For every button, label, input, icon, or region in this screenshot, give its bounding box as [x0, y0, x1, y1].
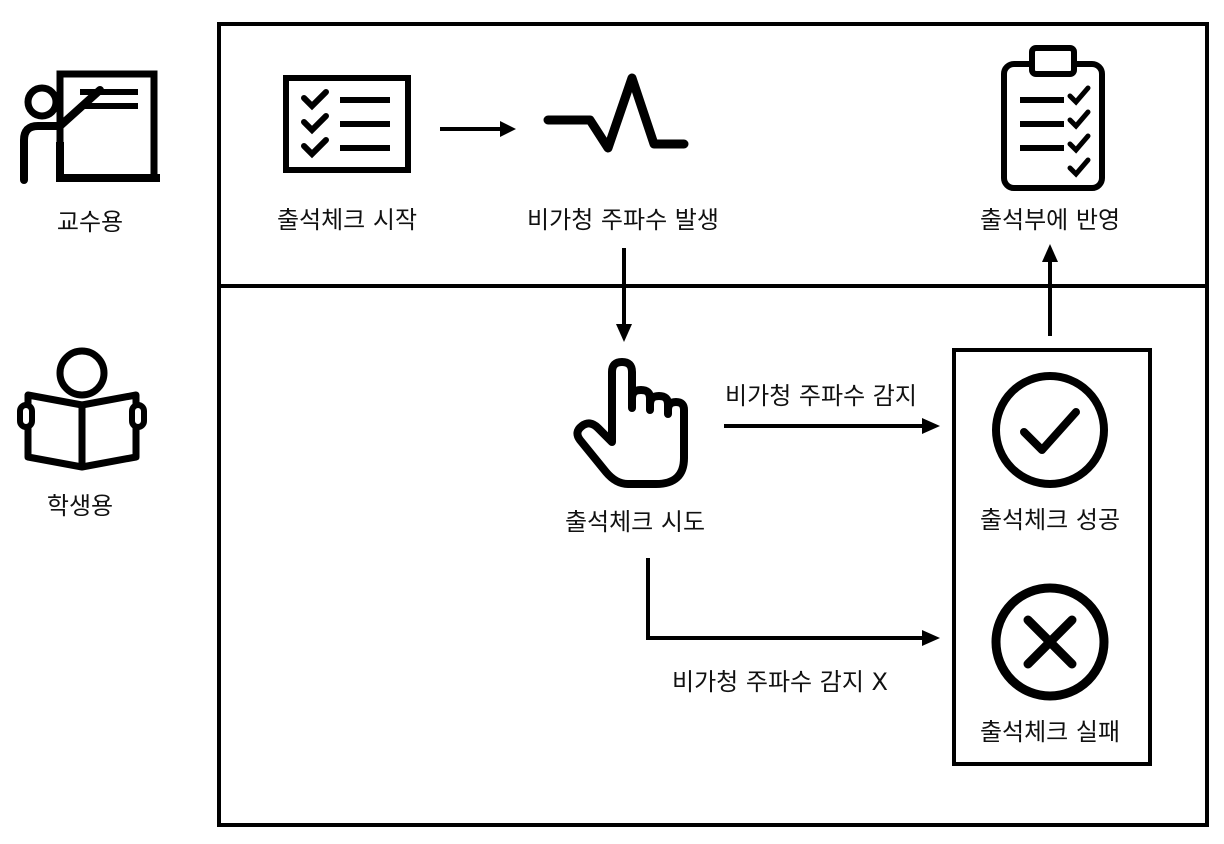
signal-label: 비가청 주파수 발생: [527, 206, 719, 234]
pulse-icon: [543, 73, 689, 153]
start-label: 출석체크 시작: [276, 206, 418, 234]
lane-divider: [217, 284, 1209, 288]
student-role-label: 학생용: [46, 492, 114, 520]
teacher-icon: [20, 70, 160, 184]
reader-icon: [17, 347, 147, 471]
check-circle-icon: [992, 372, 1108, 488]
success-label: 출석체크 성공: [979, 506, 1121, 534]
pointer-hand-icon: [573, 358, 688, 488]
arrow-success-to-record: [1042, 244, 1058, 336]
arrow-detected: [724, 418, 940, 434]
arrow-not-detected: [646, 558, 940, 646]
clipboard-icon: [1001, 45, 1105, 191]
detected-label: 비가청 주파수 감지: [725, 382, 917, 410]
arrow-start-to-signal: [440, 121, 516, 137]
fail-label: 출석체크 실패: [979, 718, 1121, 746]
not-detected-label: 비가청 주파수 감지 X: [672, 668, 888, 696]
professor-role-label: 교수용: [56, 208, 124, 236]
arrow-signal-to-attempt: [616, 248, 632, 342]
result-box: [952, 348, 1152, 766]
flow-frame: [217, 22, 1209, 827]
attempt-label: 출석체크 시도: [564, 508, 706, 536]
record-label: 출석부에 반영: [979, 206, 1121, 234]
x-circle-icon: [991, 583, 1109, 701]
checklist-icon: [283, 75, 411, 173]
